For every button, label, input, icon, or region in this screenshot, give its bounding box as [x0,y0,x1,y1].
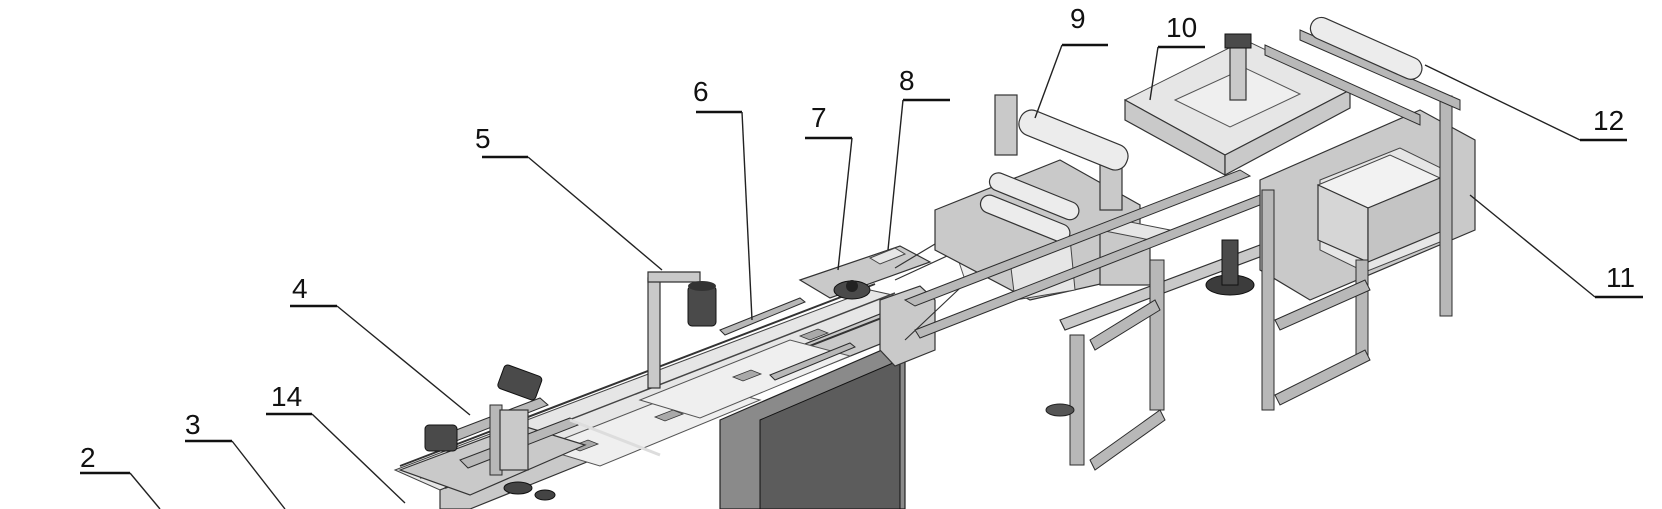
conveyor-sheets [538,328,852,467]
sheet-stack [1316,154,1442,263]
callout-12: 12 [1424,64,1627,142]
callout-7: 7 [805,102,853,271]
callout-8: 8 [887,65,950,251]
callout-5: 5 [475,123,663,271]
callout-label-14: 14 [271,381,302,412]
callout-leader-7 [837,137,853,271]
callout-label-8: 8 [899,65,915,96]
callout-leader-12 [1424,64,1581,141]
callout-leader-6 [741,111,753,321]
callout-4: 4 [290,273,471,416]
callout-leader-8 [887,99,904,251]
callout-11: 11 [1469,194,1643,299]
callout-label-11: 11 [1606,262,1635,293]
callout-label-6: 6 [693,76,709,107]
stacker-end-frame [1259,16,1476,411]
callouts: 2 3 14 4 5 6 [80,3,1643,509]
callout-2: 2 [80,442,161,509]
callout-leader-4 [336,305,471,416]
callout-label-7: 7 [811,102,827,133]
gantry-stations [719,245,936,381]
callout-label-2: 2 [80,442,96,473]
callout-6: 6 [693,76,753,321]
loading-stations [398,364,661,501]
callout-3: 3 [185,409,286,509]
rear-rail-frame [903,169,1266,471]
callout-leader-9 [1034,44,1063,119]
callout-leader-14 [311,413,406,504]
callout-leader-11 [1469,194,1596,298]
callout-label-9: 9 [1070,3,1086,34]
callout-leader-2 [129,472,161,509]
camera-post-station [647,271,717,389]
callout-label-3: 3 [185,409,201,440]
press-plate-station [1123,33,1352,177]
callout-14: 14 [266,381,406,504]
callout-leader-5 [527,156,663,271]
callout-label-10: 10 [1166,12,1197,43]
callout-9: 9 [1034,3,1108,119]
callout-label-4: 4 [292,273,308,304]
callout-label-12: 12 [1593,105,1624,136]
callout-10: 10 [1149,12,1205,101]
callout-leader-10 [1149,46,1159,101]
machine-illustration [393,16,1476,509]
callout-leader-3 [231,440,286,509]
callout-label-5: 5 [475,123,491,154]
